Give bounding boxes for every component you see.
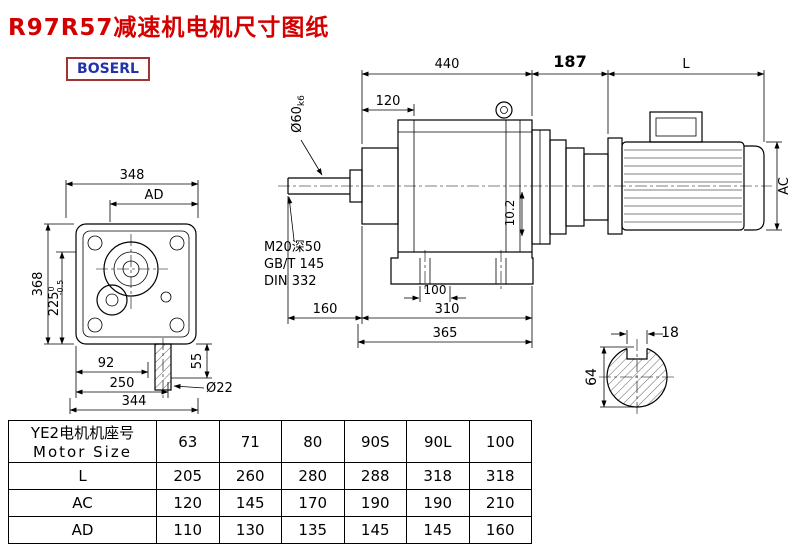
table-cell: 318: [406, 462, 470, 490]
table-cell: 110: [156, 516, 220, 544]
dim-160-label: 160: [313, 302, 338, 317]
tap-note-line1: M20深50: [264, 240, 321, 255]
front-view-linework: [75, 223, 197, 398]
row-label: L: [8, 462, 157, 490]
table-header-en: Motor Size: [33, 443, 132, 461]
table-corner-cell: YE2电机机座号 Motor Size: [8, 420, 157, 463]
motor-size-table: YE2电机机座号 Motor Size 63 71 80 90S 90L 100…: [8, 420, 532, 544]
table-cell: 160: [468, 516, 532, 544]
dim-368-label: 368: [31, 272, 46, 297]
dim-440-label: 440: [435, 57, 460, 72]
shaft-section-view: 18 64: [584, 325, 679, 415]
table-cell: 260: [218, 462, 282, 490]
dim-365-label: 365: [433, 326, 458, 341]
dim-d22-label: Ø22: [206, 381, 233, 396]
motor-size-column: 63: [156, 420, 220, 463]
tap-note-line2: GB/T 145: [264, 257, 324, 272]
motor-size-column: 90S: [343, 420, 407, 463]
table-cell: 280: [281, 462, 345, 490]
side-view-dimensions: 440 187 L 120 Ø60k6 M20深50 GB/T 145 DIN …: [264, 52, 792, 348]
dim-l-label: L: [682, 57, 690, 72]
tap-note-line3: DIN 332: [264, 274, 317, 289]
table-cell: 190: [343, 489, 407, 517]
table-cell: 130: [218, 516, 282, 544]
table-cell: 145: [218, 489, 282, 517]
table-cell: 205: [156, 462, 220, 490]
dim-64-label: 64: [584, 368, 600, 386]
table-cell: 318: [468, 462, 532, 490]
dim-250-label: 250: [110, 376, 135, 391]
dim-348-label: 348: [120, 168, 145, 183]
row-label: AD: [8, 516, 157, 544]
dim-ad-label: AD: [145, 188, 164, 203]
dim-18-label: 18: [661, 325, 679, 341]
page-title: R97R57减速机电机尺寸图纸: [8, 15, 330, 41]
dim-100-label: 100: [424, 283, 447, 297]
brand-logo: BOSERL: [66, 57, 150, 81]
dim-55-label: 55: [190, 353, 205, 370]
table-cell: 145: [406, 516, 470, 544]
dim-120-label: 120: [376, 94, 401, 109]
table-cell: 210: [468, 489, 532, 517]
table-row-AC: AC 120 145 170 190 190 210: [8, 489, 532, 517]
motor-size-column: 80: [281, 420, 345, 463]
front-view-dimensions: 348 AD 368 2250-0.5 92 250: [31, 168, 233, 414]
motor-size-column: 100: [468, 420, 532, 463]
dim-187-label: 187: [553, 52, 586, 71]
dim-92-label: 92: [98, 356, 115, 371]
dim-310-label: 310: [435, 302, 460, 317]
dim-225-label: 2250-0.5: [47, 280, 65, 317]
table-cell: 288: [343, 462, 407, 490]
table-cell: 145: [343, 516, 407, 544]
motor-size-column: 71: [218, 420, 282, 463]
table-row-AD: AD 110 130 135 145 145 160: [8, 516, 532, 544]
table-header-row: YE2电机机座号 Motor Size 63 71 80 90S 90L 100: [8, 420, 532, 463]
table-cell: 170: [281, 489, 345, 517]
side-view-linework: [278, 101, 772, 292]
table-cell: 190: [406, 489, 470, 517]
dim-ac-label: AC: [777, 177, 792, 195]
dim-344-label: 344: [122, 394, 147, 409]
table-header-cn: YE2电机机座号: [30, 424, 135, 442]
shaft-diameter-label: Ø60k6: [290, 95, 307, 133]
dim-10-2-label: 10.2: [503, 200, 517, 227]
table-cell: 135: [281, 516, 345, 544]
motor-size-column: 90L: [406, 420, 470, 463]
table-row-L: L 205 260 280 288 318 318: [8, 462, 532, 490]
table-cell: 120: [156, 489, 220, 517]
row-label: AC: [8, 489, 157, 517]
